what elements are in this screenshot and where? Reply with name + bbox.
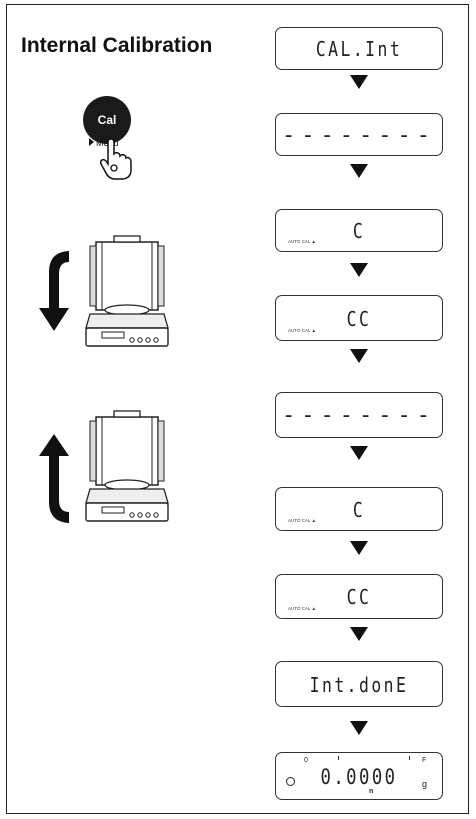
marker-left: 0 [304,757,308,764]
flow-arrow-down-icon [350,164,368,178]
flow-arrow-down-icon [350,627,368,641]
marker-right: F [422,757,427,764]
cal-key-button[interactable]: Cal [83,96,131,144]
flow-arrow-down-icon [350,446,368,460]
display-c-2: C AUTO CAL ▲ [275,487,443,531]
stability-circle-icon [286,777,295,786]
display-text: -------- [282,403,436,428]
analytical-balance-icon-2 [85,410,169,522]
cal-key-label: Cal [97,113,117,127]
flow-arrow-down-icon [350,349,368,363]
flow-arrow-down-icon [350,721,368,735]
page-title: Internal Calibration [21,34,213,57]
auto-cal-indicator: AUTO CAL ▲ [288,239,316,244]
hand-press-icon [99,138,132,180]
display-dashes: -------- [275,113,443,156]
display-text: CC [346,307,372,331]
display-cal-int: CAL.Int [275,27,443,70]
display-cc-2: CC AUTO CAL ▲ [275,574,443,619]
diagram-frame [6,4,469,814]
display-text: Int.donE [309,673,409,697]
auto-cal-indicator: AUTO CAL ▲ [288,328,316,333]
flow-arrow-down-icon [350,75,368,89]
display-c: C AUTO CAL ▲ [275,209,443,252]
display-text: C [352,498,366,522]
sub-symbol: n [369,788,374,795]
display-text: CAL.Int [315,37,403,61]
flow-arrow-down-icon [350,263,368,277]
display-final-reading: 0 F 0.0000 g n [275,752,443,800]
curved-arrow-down-icon [39,251,69,331]
display-text: -------- [282,123,436,148]
display-cc: CC AUTO CAL ▲ [275,295,443,341]
triangle-marker-icon [89,138,94,146]
curved-arrow-up-icon [39,434,69,523]
unit-label: g [422,779,428,789]
tick-marks [338,756,410,760]
auto-cal-indicator: AUTO CAL ▲ [288,606,316,611]
display-text: CC [346,585,372,609]
weight-value: 0.0000 [320,765,398,789]
display-int-done: Int.donE [275,661,443,707]
display-dashes-2: -------- [275,392,443,438]
flow-arrow-down-icon [350,541,368,555]
auto-cal-indicator: AUTO CAL ▲ [288,518,316,523]
display-text: C [352,219,366,243]
analytical-balance-icon [85,235,169,347]
